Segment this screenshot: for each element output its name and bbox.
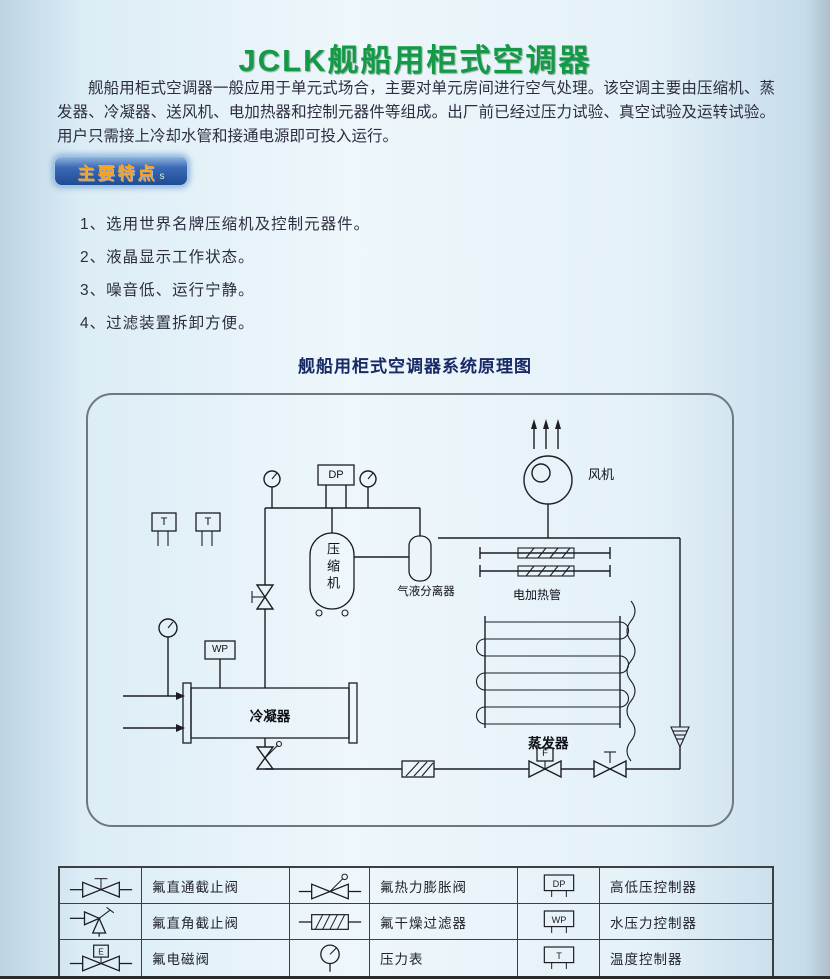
legend-symbol-wp-controller: WP (518, 904, 600, 940)
temperature-sensor-symbols (151, 512, 221, 546)
wp-label: WP (211, 644, 229, 655)
solenoid-label: F (542, 748, 548, 759)
evaporator-symbol (476, 616, 629, 728)
t-sensor-label: T (204, 516, 212, 528)
svg-text:WP: WP (551, 914, 566, 924)
legend-symbol-dp-controller: DP (518, 868, 600, 904)
legend-table: 氟直通截止阀 氟热力膨胀阀 DP 高低压控制器 (58, 866, 774, 978)
legend-label-expansion-valve: 氟热力膨胀阀 (370, 868, 518, 904)
legend-symbol-t-controller: T (518, 940, 600, 976)
air-flow-arrows (531, 419, 561, 449)
legend-label-t-controller: 温度控制器 (610, 952, 683, 967)
svg-text:DP: DP (552, 878, 565, 888)
separator-label: 气液分离器 (397, 586, 455, 598)
legend-symbol-straight-valve (60, 868, 142, 904)
compressor-symbol (309, 532, 409, 617)
features-list: 1、选用世界名牌压缩机及控制元器件。 2、液晶显示工作状态。 3、噪音低、运行宁… (80, 212, 370, 344)
water-flow-arrows (123, 692, 185, 732)
heater-label: 电加热管 (513, 588, 562, 602)
legend-symbol-expansion-valve (290, 868, 370, 904)
discharge-manifold (265, 507, 421, 536)
capillary-line (626, 600, 636, 762)
schematic-diagram: 风机 DP T T 压缩机 气液分离器 电加热管 蒸发器 冷凝器 WP F (86, 393, 734, 827)
evaporator-label: 蒸发器 (528, 736, 569, 751)
legend-label-solenoid-valve: 氟电磁阀 (142, 940, 290, 976)
page-bottom-rule (0, 976, 830, 979)
svg-text:T: T (556, 951, 562, 961)
legend-label-dp-controller: 高低压控制器 (600, 868, 772, 904)
legend-label-filter-drier: 氟干燥过滤器 (370, 904, 518, 940)
schematic-drawing (123, 419, 690, 779)
fan-label: 风机 (588, 467, 615, 482)
feature-item: 1、选用世界名牌压缩机及控制元器件。 (80, 216, 371, 233)
condenser-label: 冷凝器 (249, 709, 291, 724)
stop-valve-bottom (593, 751, 627, 779)
legend-symbol-filter-drier (290, 904, 370, 940)
separator-symbol (408, 535, 432, 582)
legend-label-wp-controller: 水压力控制器 (600, 904, 772, 940)
casing-outline (438, 537, 690, 769)
solenoid-valve-symbol (528, 747, 562, 779)
stop-valve-top (251, 508, 275, 688)
features-header-banner: 主要特点 s (54, 156, 188, 186)
pressure-gauge-low (359, 470, 377, 508)
feature-item: 4、过滤装置拆卸方便。 (80, 315, 255, 332)
legend-symbol-solenoid-valve: E (60, 940, 142, 976)
electric-heater-symbols (479, 547, 611, 577)
legend-symbol-pressure-gauge (290, 940, 370, 976)
water-pressure-gauge (158, 618, 178, 696)
legend-label-pressure-gauge: 压力表 (370, 940, 518, 976)
legend-label-straight-valve: 氟直通截止阀 (142, 868, 290, 904)
feature-item: 3、噪音低、运行宁静。 (80, 282, 255, 299)
dp-controller-symbol (317, 464, 355, 508)
condenser-symbol (182, 682, 358, 744)
legend-symbol-angle-valve (60, 904, 142, 940)
features-header-suffix: s (159, 171, 165, 182)
dp-label: DP (328, 469, 344, 481)
filter-drier-symbol (401, 760, 435, 778)
diagram-title: 舰船用柜式空调器系统原理图 (298, 357, 532, 376)
t-sensor-label: T (160, 516, 168, 528)
legend-label-angle-valve: 氟直角截止阀 (142, 904, 290, 940)
svg-text:E: E (98, 947, 104, 956)
pressure-gauge-high (263, 470, 281, 508)
compressor-label: 压缩机 (325, 542, 340, 593)
wp-controller-symbol (204, 640, 236, 688)
feature-item: 2、液晶显示工作状态。 (80, 249, 255, 266)
expansion-valve-symbol (255, 738, 283, 770)
fan-symbol (523, 455, 573, 538)
intro-paragraph: 舰船用柜式空调器一般应用于单元式场合，主要对单元房间进行空气处理。该空调主要由压… (57, 79, 775, 146)
features-header-text: 主要特点 (77, 163, 158, 183)
page-title: JCLK舰船用柜式空调器 (238, 42, 592, 78)
